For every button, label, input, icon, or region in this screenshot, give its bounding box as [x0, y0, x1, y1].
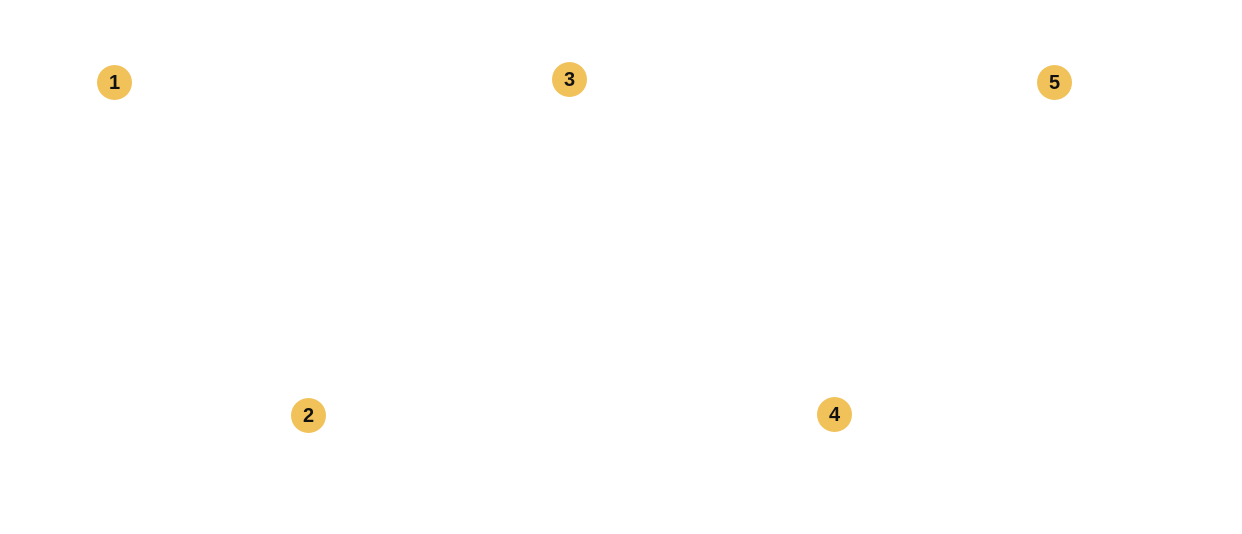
- step-marker-5[interactable]: 5: [1037, 65, 1072, 100]
- step-marker-label: 5: [1048, 71, 1061, 94]
- step-marker-3[interactable]: 3: [552, 62, 587, 97]
- step-marker-4[interactable]: 4: [817, 397, 852, 432]
- step-marker-1[interactable]: 1: [97, 65, 132, 100]
- step-marker-label: 1: [108, 71, 121, 94]
- step-marker-label: 3: [563, 68, 576, 91]
- step-marker-label: 4: [828, 403, 841, 426]
- step-marker-label: 2: [302, 404, 315, 427]
- step-marker-2[interactable]: 2: [291, 398, 326, 433]
